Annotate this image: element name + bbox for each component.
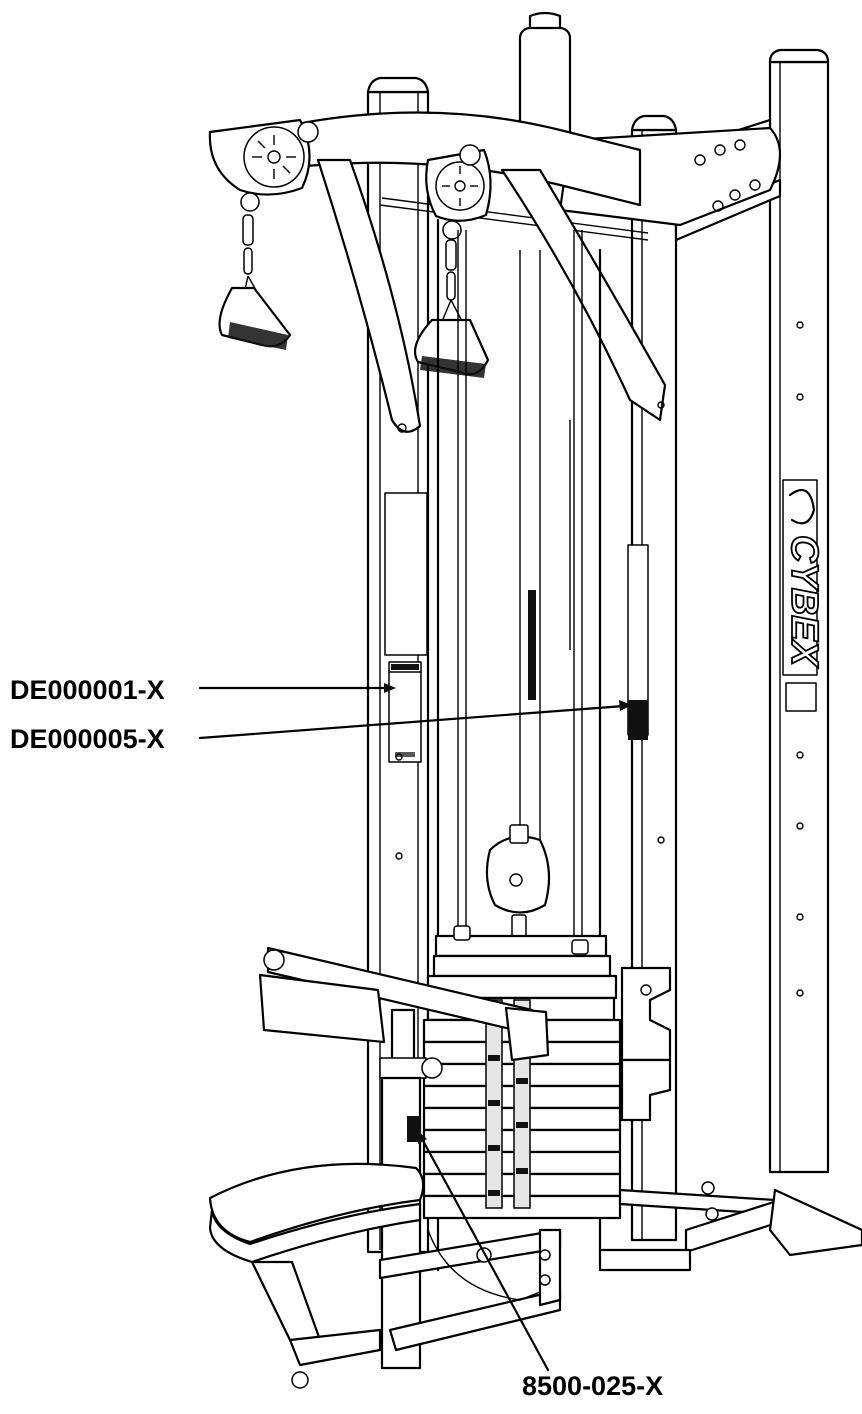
right-brackets [620,966,672,1122]
callout-label-de000005: DE000005-X [10,724,165,754]
leader-line-1 [198,683,396,693]
right-handle [414,239,490,378]
callout-label-8500-025: 8500-025-X [522,1371,664,1401]
callout-label-de000001: DE000001-X [10,675,165,705]
left-curved-arm [316,158,422,433]
decal-de000001 [384,492,428,763]
weight-stack [422,925,622,1220]
leader-line-2 [198,700,632,740]
decal-de000005 [627,544,649,740]
right-pulley [425,144,492,240]
left-pulley [208,118,319,212]
guide-rods [457,230,583,940]
frame-holes [395,321,804,997]
base-frame [378,1181,862,1352]
weight-pulley [485,824,551,952]
cybex-logo-decal: CYBEX [782,479,826,712]
leader-line-3 [417,1130,550,1372]
left-handle [218,214,292,350]
svg-text:CYBEX: CYBEX [783,535,825,669]
seat-assembly [208,1076,425,1389]
rear-center-post [518,11,572,150]
thigh-pad-bar [258,946,550,1079]
right-curved-arm [500,168,667,422]
